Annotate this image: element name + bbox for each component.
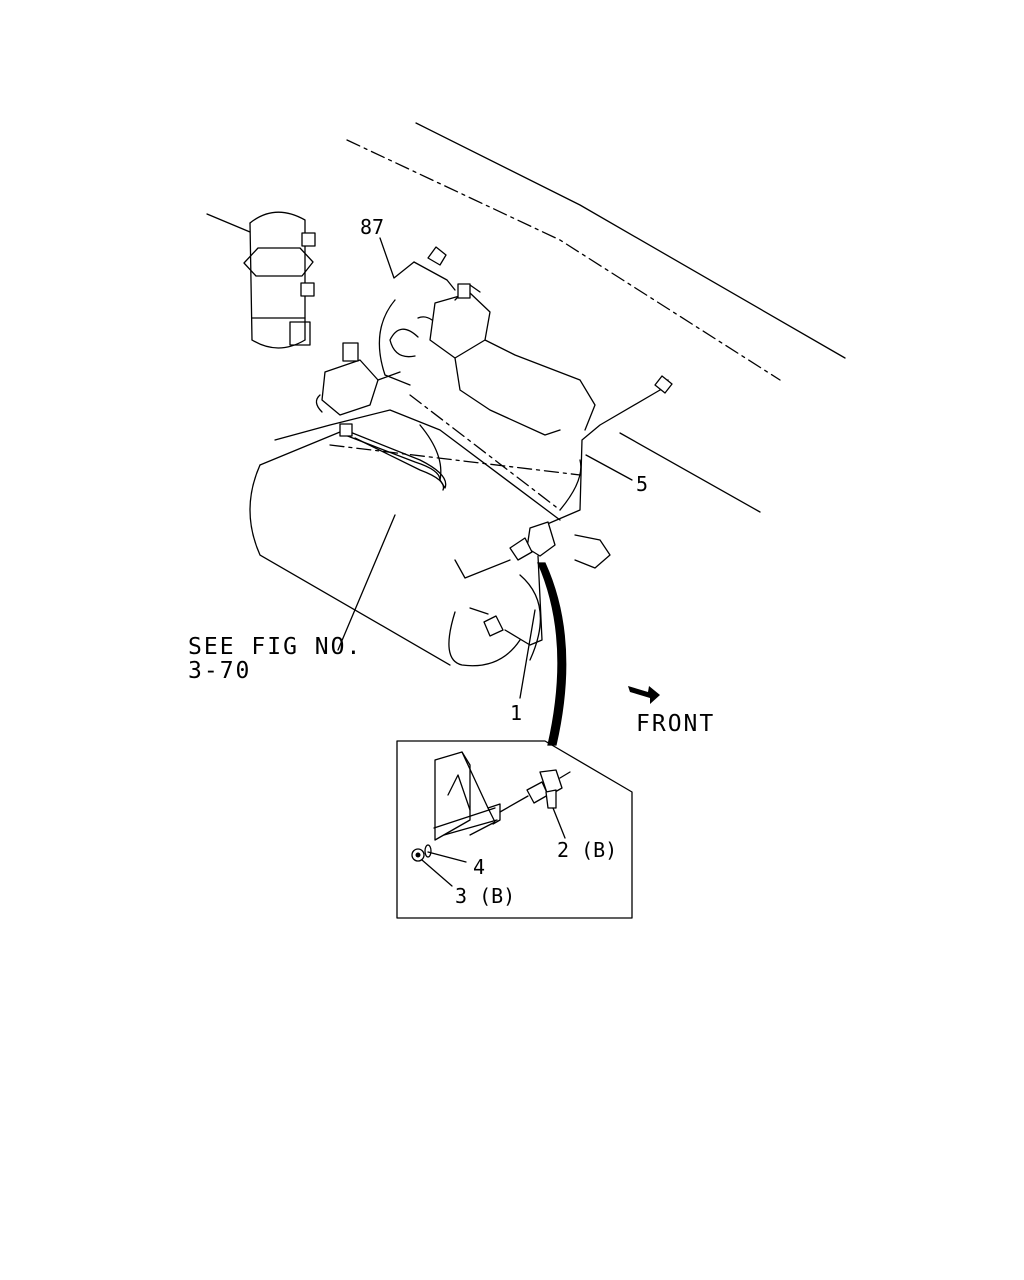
part-87-connector [379, 237, 456, 291]
callout-5: 5 [636, 472, 648, 496]
detail-inset-frame [396, 740, 633, 919]
detail-link-curve [537, 562, 567, 746]
pipe-5 [544, 375, 673, 526]
callout-1: 1 [510, 701, 522, 725]
chassis-frame-lines [206, 122, 846, 513]
air-tank [249, 299, 582, 667]
callout-leaders [337, 514, 536, 699]
upper-left-cylinder [243, 211, 316, 349]
inset-tee-fitting [526, 769, 571, 809]
small-valve [315, 342, 401, 416]
callout-4: 4 [473, 855, 485, 879]
front-arrow-icon [628, 686, 660, 704]
inset-bracket [433, 751, 529, 841]
inset-nut-washer [411, 844, 432, 862]
tee-fitting [469, 521, 611, 646]
callout-2b: 2 (B) [557, 838, 617, 862]
see-fig-line2: 3-70 [188, 658, 251, 684]
front-label: FRONT [636, 711, 715, 737]
inset-leaders [421, 807, 566, 887]
u-pipe [339, 423, 447, 491]
valve-assembly [389, 283, 596, 436]
callout-87: 87 [360, 215, 384, 239]
see-fig-line1: SEE FIG NO. [188, 634, 362, 660]
callout-3b: 3 (B) [455, 884, 515, 908]
